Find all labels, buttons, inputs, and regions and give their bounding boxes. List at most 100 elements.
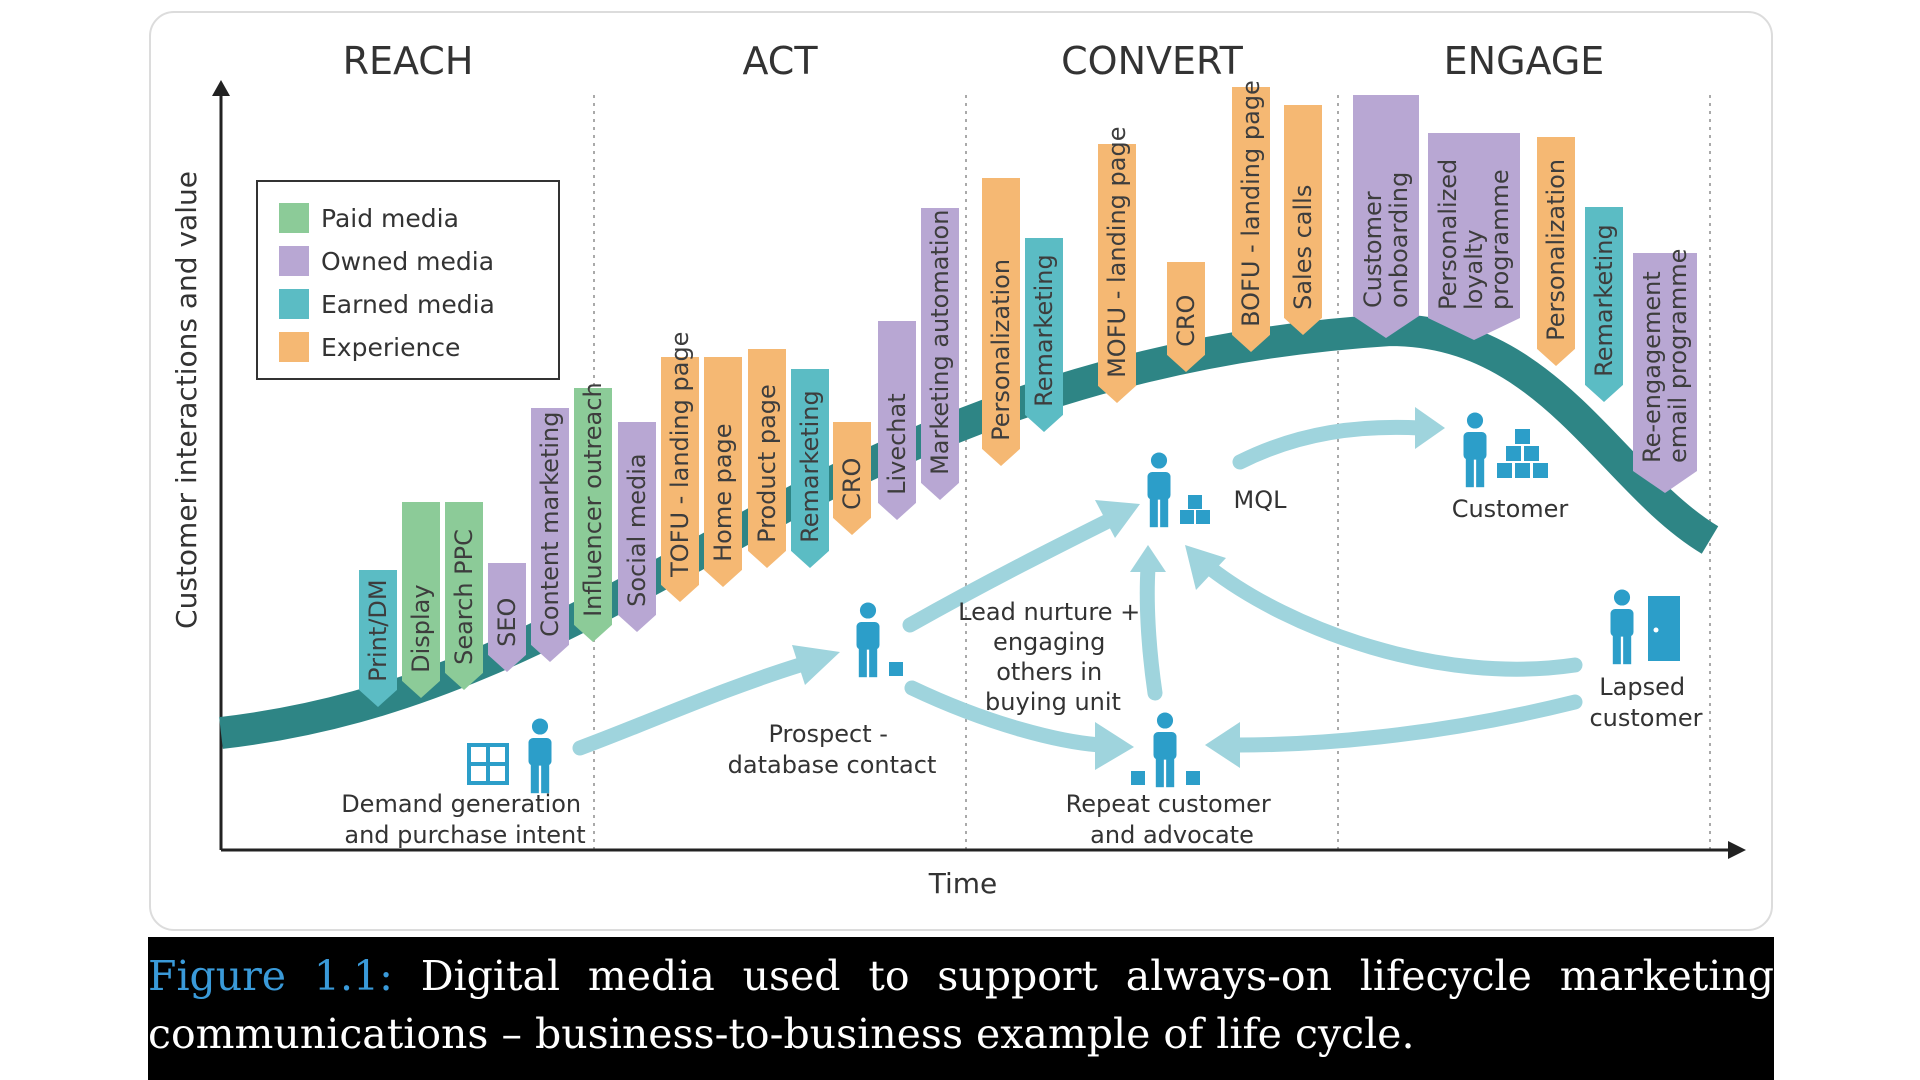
- channel-tab-shape: [833, 422, 871, 535]
- channel-tab-label: TOFU - landing page: [666, 332, 694, 578]
- channel-tab-shape: [445, 502, 483, 690]
- channel-tab: Livechat: [878, 321, 916, 520]
- channel-tab-label: Display: [407, 584, 435, 672]
- arrow-lapsed-to-repeat: [1230, 694, 1583, 753]
- arrow-mql-to-customer: [1232, 419, 1428, 470]
- box-icon-mql-3: [1188, 495, 1202, 509]
- channel-tab-shape: [704, 357, 742, 587]
- channel-tab-shape: [402, 502, 440, 698]
- channel-tab-label: Remarketing: [796, 390, 824, 543]
- arrow-demand-to-prospect: [572, 657, 808, 756]
- node-lapsed: Lapsed customer: [1589, 589, 1703, 732]
- person-icon-prospect: [856, 602, 880, 678]
- box-icon-prospect: [889, 662, 903, 676]
- arrowhead-repeat-from-prospect: [1095, 722, 1134, 770]
- figure-caption-text: Digital media used to support always-on …: [148, 952, 1774, 1058]
- channel-tab-shape: [1585, 207, 1623, 402]
- channel-tab: Search PPC: [445, 502, 483, 690]
- stage-convert: CONVERT: [1061, 39, 1244, 83]
- box-icon-mql-1: [1180, 510, 1194, 524]
- legend-label-earned: Earned media: [321, 290, 495, 319]
- channel-tab: Influencer outreach: [574, 382, 612, 642]
- channel-tab-label: Re-engagement: [1638, 271, 1666, 463]
- person-icon-demand: [528, 718, 552, 794]
- channel-tab-label: Personalization: [1542, 159, 1570, 341]
- channel-tab-label: Content marketing: [536, 412, 564, 637]
- channel-tab-label: email programme: [1664, 249, 1692, 463]
- channel-tab: Home page: [704, 357, 742, 587]
- node-label-prospect-line-1: Prospect -: [768, 720, 887, 748]
- channel-tab-label: Influencer outreach: [579, 382, 607, 617]
- channel-tab-shape: [661, 357, 699, 602]
- y-axis-label: Customer interactions and value: [170, 171, 203, 629]
- channel-tab-label: Product page: [753, 384, 781, 543]
- arrowhead-repeat-from-lapsed: [1205, 722, 1240, 768]
- boxes-icon-customer: [1497, 429, 1548, 478]
- node-label-nurture-line-1: Lead nurture +: [958, 598, 1140, 626]
- channel-tab-label: Livechat: [883, 393, 911, 495]
- node-label-lapsed-line-2: customer: [1589, 704, 1702, 732]
- person-icon-mql: [1147, 452, 1171, 528]
- node-label-nurture-line-4: buying unit: [985, 688, 1121, 716]
- legend-label-experience: Experience: [321, 333, 460, 362]
- channel-tab-shape: [791, 369, 829, 568]
- channel-tab-shape: [1025, 238, 1063, 432]
- node-nurture: Lead nurture + engaging others in buying…: [958, 598, 1148, 716]
- channel-tab-shape: [1353, 95, 1419, 338]
- legend-swatch-experience: [279, 332, 309, 362]
- legend: Paid media Owned media Earned media Expe…: [256, 180, 560, 380]
- door-knob: [1653, 627, 1659, 633]
- channel-tab-shape: [359, 570, 397, 707]
- arrow-repeat-to-mql: [1139, 560, 1163, 701]
- channel-tab: Remarketing: [1025, 238, 1063, 432]
- channel-tab-shape: [878, 321, 916, 520]
- node-prospect: Prospect - database contact: [728, 602, 937, 779]
- node-label-repeat-line-1: Repeat customer: [1066, 790, 1271, 818]
- figure-caption: Figure 1.1: Digital media used to suppor…: [148, 937, 1774, 1080]
- node-label-lapsed-line-1: Lapsed: [1599, 673, 1685, 701]
- channel-tab-shape: [1284, 105, 1322, 335]
- node-label-customer: Customer: [1452, 495, 1569, 523]
- channel-tab-label: Customer: [1359, 191, 1387, 308]
- node-label-repeat-line-2: and advocate: [1090, 821, 1254, 849]
- channel-tab-shape: [1098, 144, 1136, 403]
- channel-tab-shape: [1633, 253, 1697, 493]
- legend-label-owned: Owned media: [321, 247, 494, 276]
- channel-tab-label: Social media: [623, 453, 651, 607]
- arrowhead-customer: [1415, 407, 1445, 449]
- window-icon: [467, 743, 509, 785]
- door-icon: [1648, 596, 1680, 661]
- channel-tab-label: Marketing automation: [926, 210, 954, 475]
- box-icon-mql-2: [1196, 510, 1210, 524]
- legend-swatch-owned: [279, 246, 309, 276]
- node-label-repeat: Repeat customer and advocate: [1066, 790, 1279, 849]
- legend-swatch-earned: [279, 289, 309, 319]
- node-label-nurture-line-2: engaging: [993, 628, 1105, 656]
- node-label-demand-line-2: and purchase intent: [344, 821, 585, 849]
- channel-tab: TOFU - landing page: [661, 332, 699, 602]
- channel-tab-label: MOFU - landing page: [1103, 127, 1131, 378]
- channel-tab-label: Remarketing: [1590, 224, 1618, 377]
- channel-tab: Marketing automation: [921, 208, 959, 500]
- channel-tab: SEO: [488, 563, 526, 672]
- channel-tab-label: Sales calls: [1289, 185, 1317, 310]
- figure-label: Figure 1.1:: [148, 952, 393, 1000]
- channel-tab-shape: [488, 563, 526, 672]
- arrow-lapsed-to-mql: [1202, 560, 1583, 677]
- node-label-prospect-line-2: database contact: [728, 751, 937, 779]
- node-label-nurture-line-3: others in: [996, 658, 1102, 686]
- channel-tab: Remarketing: [1585, 207, 1623, 402]
- channel-tab-label: SEO: [493, 598, 521, 647]
- channel-tab-shape: [1167, 262, 1205, 372]
- legend-swatch-paid: [279, 203, 309, 233]
- channel-tab: Display: [402, 502, 440, 698]
- channel-tab: Remarketing: [791, 369, 829, 568]
- channel-tab-shape: [1537, 137, 1575, 366]
- node-label-nurture: Lead nurture + engaging others in buying…: [958, 598, 1148, 716]
- flow-arrows: [572, 419, 1583, 756]
- node-label-prospect: Prospect - database contact: [728, 720, 937, 779]
- channel-tab: Product page: [748, 349, 786, 568]
